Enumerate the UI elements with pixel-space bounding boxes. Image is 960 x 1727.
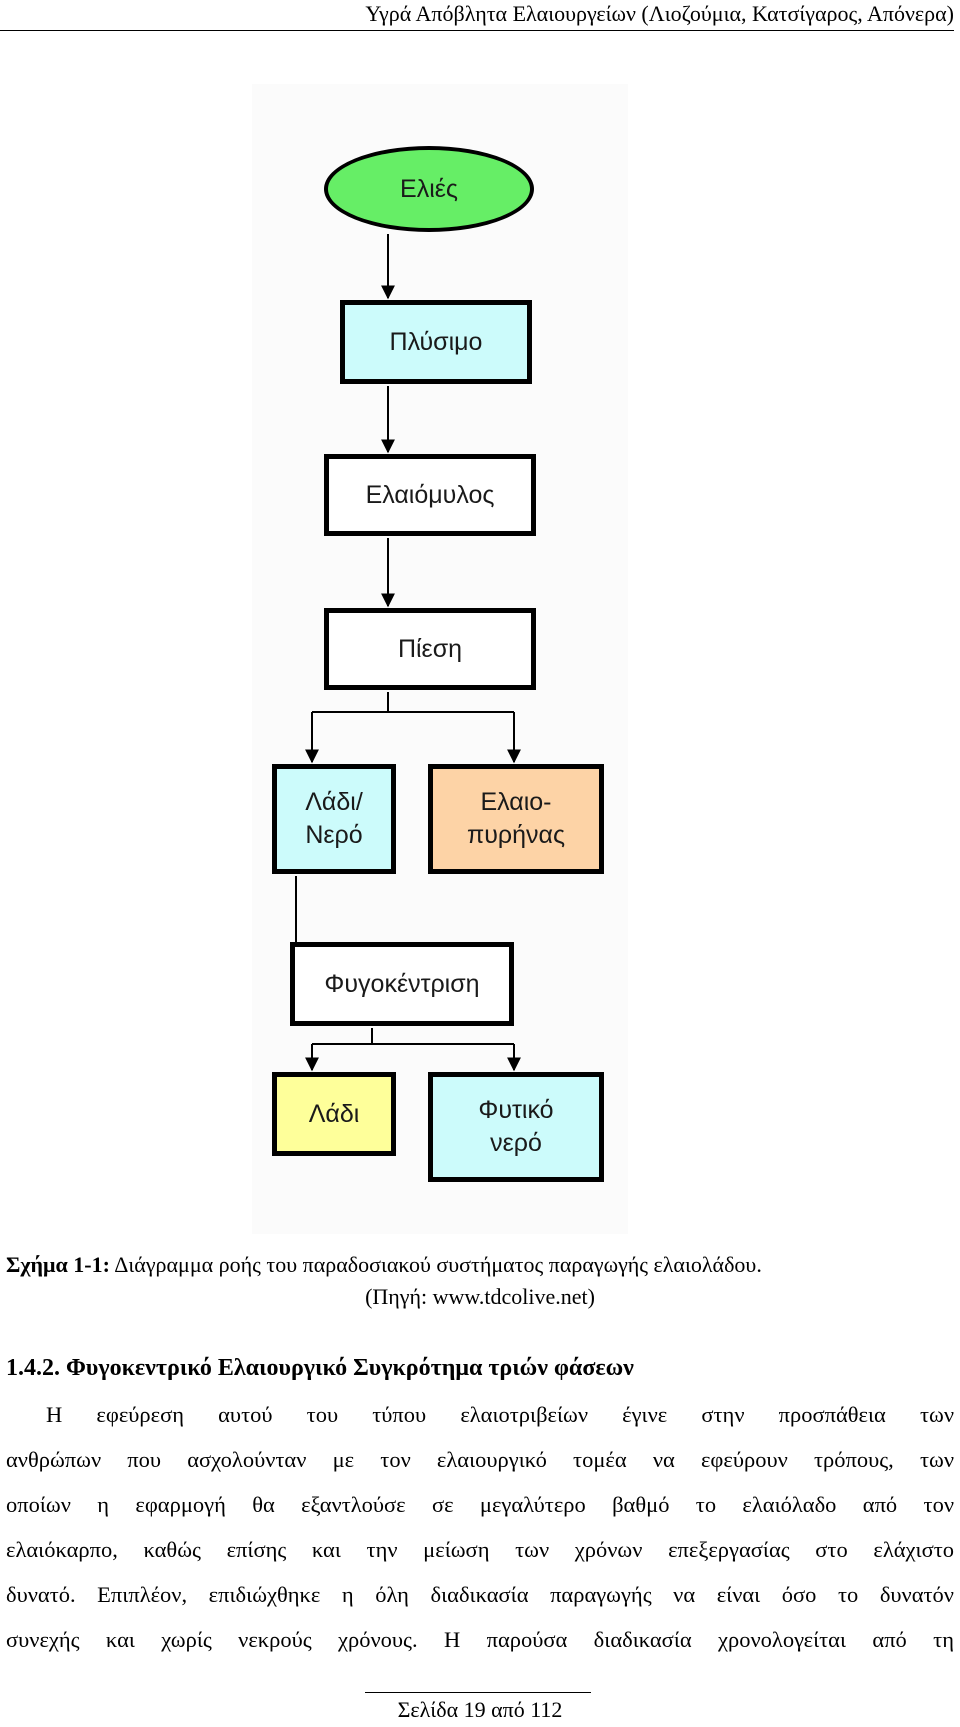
node-olives-label: Ελιές (400, 174, 458, 203)
paragraph-line: ανθρώπων που ασχολούνταν με τον ελαιουργ… (6, 1447, 954, 1472)
node-oil-label: Λάδι (308, 1099, 360, 1128)
paragraph-line: ελαιόκαρπο, καθώς επίσης και την μείωση … (6, 1537, 954, 1562)
node-pits: Ελαιο- πυρήνας (428, 764, 604, 874)
paragraph-line: συνεχής και χωρίς νεκρούς χρόνους. Η παρ… (6, 1627, 954, 1652)
node-mill-label: Ελαιόμυλος (365, 480, 495, 509)
node-centrifuge-label: Φυγοκέντριση (324, 969, 480, 998)
caption-label: Σχήμα 1-1: (6, 1252, 110, 1277)
node-oil: Λάδι (272, 1072, 396, 1156)
caption-text: Διάγραμμα ροής του παραδοσιακού συστήματ… (109, 1252, 762, 1277)
node-washing-label: Πλύσιμο (389, 327, 483, 356)
node-pits-label: Ελαιο- πυρήνας (466, 788, 566, 849)
flowchart-figure: Ελιές Πλύσιμο Ελαιόμυλος Πίεση Λάδι/ Νερ… (252, 84, 628, 1234)
page-number: Σελίδα 19 από 112 (397, 1697, 563, 1722)
node-oil-water: Λάδι/ Νερό (272, 764, 396, 874)
paragraph-line: δυνατό. Επιπλέον, επιδιώχθηκε η όλη διαδ… (6, 1582, 954, 1607)
section-heading: 1.4.2. Φυγοκεντρικό Ελαιουργικό Συγκρότη… (6, 1355, 634, 1381)
paragraph-line: οποίων η εφαρμογή θα εξαντλούσε σε μεγαλ… (6, 1492, 954, 1517)
node-oil-water-label: Λάδι/ Νερό (305, 788, 363, 849)
caption-source: (Πηγή: www.tdcolive.net) (365, 1284, 595, 1309)
node-washing: Πλύσιμο (340, 300, 532, 384)
flowchart-connectors (295, 234, 521, 1072)
node-olives: Ελιές (324, 146, 534, 232)
node-press-label: Πίεση (397, 634, 463, 663)
node-press: Πίεση (324, 608, 536, 690)
footer-rule (365, 1692, 591, 1693)
figure-caption: Σχήμα 1-1: Διάγραμμα ροής του παραδοσιακ… (6, 1250, 954, 1312)
paragraph-line: Η εφεύρεση αυτού του τύπου ελαιοτριβείων… (46, 1402, 954, 1427)
node-mill: Ελαιόμυλος (324, 454, 536, 536)
node-vegetation-water: Φυτικό νερό (428, 1072, 604, 1182)
node-centrifuge: Φυγοκέντριση (290, 942, 514, 1026)
running-header: Υγρά Απόβλητα Ελαιουργείων (Λιοζούμια, Κ… (0, 0, 954, 31)
node-vegetation-water-label: Φυτικό νερό (478, 1096, 554, 1157)
